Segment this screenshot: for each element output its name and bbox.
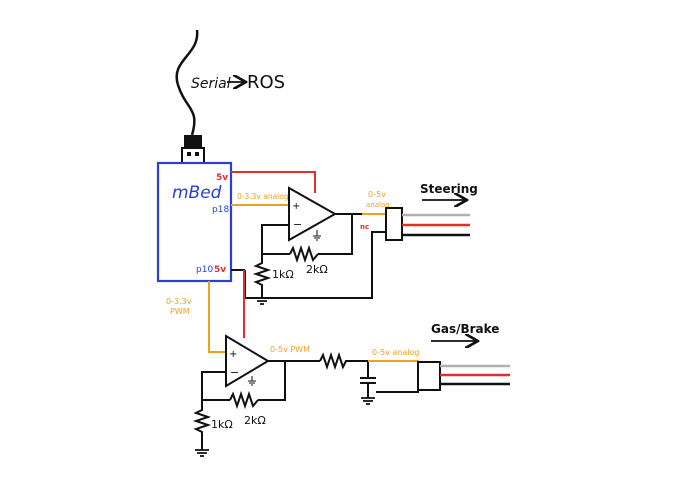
resistor-1k-top [252, 254, 272, 298]
analog-output-wire-bottom [368, 360, 419, 368]
svg-text:+: + [229, 349, 237, 360]
pin-5v-top-label: 5v [216, 173, 228, 183]
pin-p10-label: p10 [196, 265, 213, 275]
steering-label: Steering [420, 182, 478, 196]
feedback-wire-bottom [201, 360, 320, 401]
pwm-in-label-1: 0-3.3v [166, 297, 192, 306]
pin-5v-bottom-label: 5v [214, 265, 226, 275]
analog-out-bottom-label: 0-5v analog [372, 348, 419, 357]
analog-in-top-label: 0-3.3v analog [237, 192, 289, 201]
pwm-out-label: 0-5v PWM [270, 345, 310, 354]
pwm-input-wire [208, 281, 226, 353]
steering-connector [385, 207, 403, 241]
serial-label: Serial [191, 76, 231, 92]
resistor-2k-top [289, 244, 319, 264]
resistor-1k-bottom [192, 400, 212, 450]
pin-p18-label: p18 [212, 205, 229, 215]
ground-icon-bottom [195, 449, 209, 457]
analog-out-top-label-2: analog [366, 201, 390, 209]
mbed-board [156, 161, 233, 283]
nc-label: nc [360, 223, 369, 231]
svg-text:−: − [293, 218, 302, 231]
r2-bottom-label: 2kΩ [244, 414, 266, 427]
gas-brake-label: Gas/Brake [431, 322, 499, 336]
ground-icon-filter [361, 397, 375, 405]
r2-top-label: 2kΩ [306, 263, 328, 276]
usb-plug-icon [181, 135, 205, 164]
op-amp-top: + − [288, 186, 338, 242]
op-amp-bottom: + − [225, 334, 270, 388]
svg-text:−: − [230, 366, 239, 379]
power-wire-top [231, 171, 316, 193]
ground-return-wire-bottom [376, 380, 419, 393]
mbed-label: mBed [172, 183, 222, 203]
r1-top-label: 1kΩ [272, 268, 294, 281]
analog-out-top-label-1: 0-5v [368, 190, 386, 199]
resistor-2k-bottom [229, 390, 259, 410]
r1-bottom-label: 1kΩ [211, 418, 233, 431]
filter-resistor [319, 351, 368, 371]
ros-label: ROS [247, 72, 285, 93]
filter-capacitor [360, 361, 376, 398]
pwm-in-label-2: PWM [170, 307, 190, 316]
svg-text:+: + [292, 201, 300, 212]
serial-cable [175, 29, 199, 136]
feedback-wire-top [261, 213, 362, 255]
gas-brake-connector [417, 361, 441, 391]
